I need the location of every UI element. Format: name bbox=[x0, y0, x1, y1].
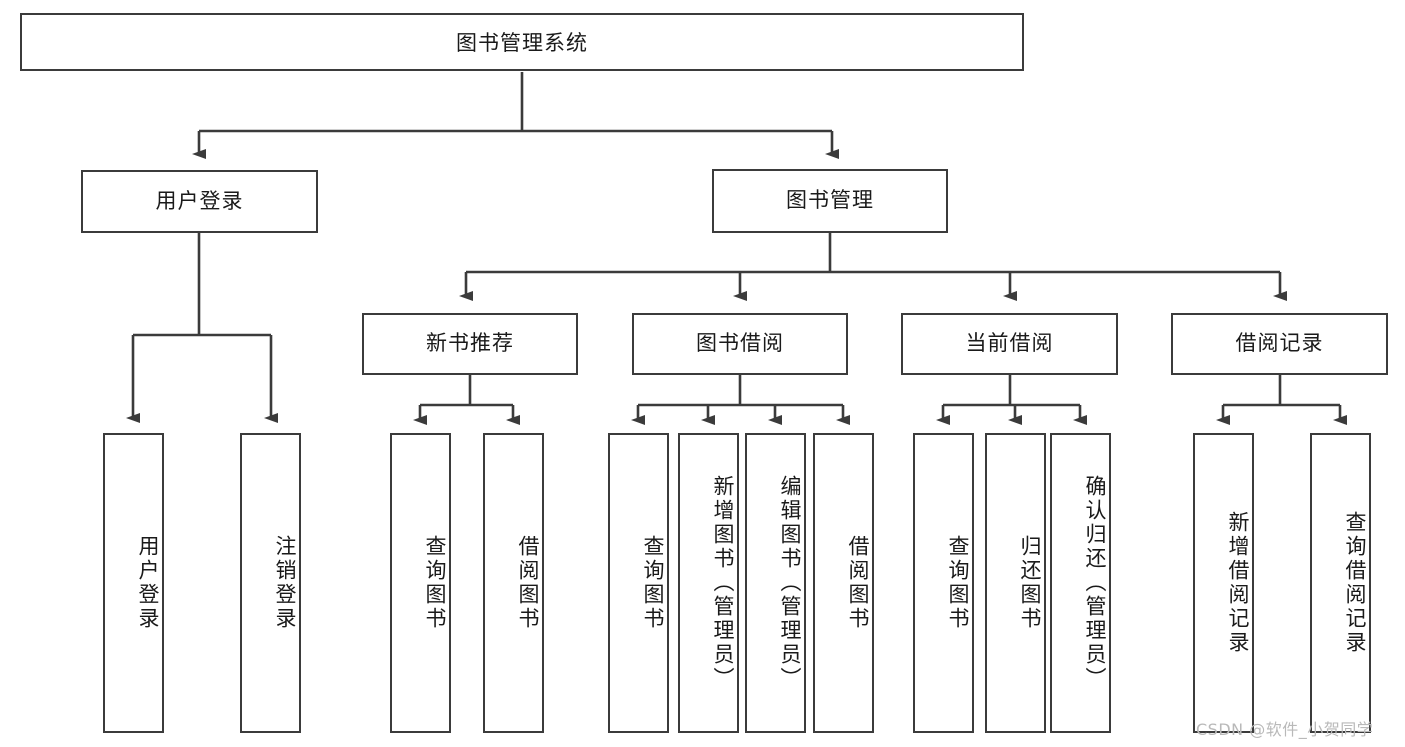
leaf-add-book-label: 新增图书（管理员） bbox=[711, 475, 735, 691]
leaf-confirm-return-label: 确认归还（管理员） bbox=[1083, 475, 1107, 691]
leaf-add-record[interactable]: 新增借阅记录 bbox=[1193, 433, 1254, 733]
leaf-add-book[interactable]: 新增图书（管理员） bbox=[678, 433, 739, 733]
node-new-book-rec-label: 新书推荐 bbox=[426, 331, 514, 356]
leaf-confirm-return[interactable]: 确认归还（管理员） bbox=[1050, 433, 1111, 733]
leaf-query-book-1[interactable]: 查询图书 bbox=[390, 433, 451, 733]
csdn-watermark: CSDN @软件_小贺同学 bbox=[1196, 720, 1374, 739]
leaf-borrow-book-2-label: 借阅图书 bbox=[846, 535, 870, 631]
leaf-logout-label: 注销登录 bbox=[273, 535, 297, 631]
leaf-borrow-book-1-label: 借阅图书 bbox=[516, 535, 540, 631]
node-user-login[interactable]: 用户登录 bbox=[81, 170, 318, 233]
node-book-manage[interactable]: 图书管理 bbox=[712, 169, 948, 233]
node-borrow-record[interactable]: 借阅记录 bbox=[1171, 313, 1388, 375]
leaf-logout[interactable]: 注销登录 bbox=[240, 433, 301, 733]
leaf-return-book[interactable]: 归还图书 bbox=[985, 433, 1046, 733]
node-new-book-rec[interactable]: 新书推荐 bbox=[362, 313, 578, 375]
leaf-user-login-label: 用户登录 bbox=[136, 535, 160, 631]
leaf-query-book-3-label: 查询图书 bbox=[946, 535, 970, 631]
leaf-query-book-3[interactable]: 查询图书 bbox=[913, 433, 974, 733]
leaf-borrow-book-2[interactable]: 借阅图书 bbox=[813, 433, 874, 733]
node-user-login-label: 用户登录 bbox=[155, 188, 244, 213]
node-root-label: 图书管理系统 bbox=[456, 31, 588, 55]
node-borrow-record-label: 借阅记录 bbox=[1235, 331, 1324, 356]
leaf-return-book-label: 归还图书 bbox=[1018, 535, 1042, 631]
node-current-borrow[interactable]: 当前借阅 bbox=[901, 313, 1118, 375]
leaf-user-login[interactable]: 用户登录 bbox=[103, 433, 164, 733]
node-book-manage-label: 图书管理 bbox=[786, 188, 874, 213]
node-book-borrow-label: 图书借阅 bbox=[696, 331, 784, 356]
leaf-query-book-2-label: 查询图书 bbox=[641, 535, 665, 631]
leaf-query-book-2[interactable]: 查询图书 bbox=[608, 433, 669, 733]
leaf-query-record[interactable]: 查询借阅记录 bbox=[1310, 433, 1371, 733]
leaf-query-book-1-label: 查询图书 bbox=[423, 535, 447, 631]
node-book-borrow[interactable]: 图书借阅 bbox=[632, 313, 848, 375]
leaf-add-record-label: 新增借阅记录 bbox=[1226, 511, 1250, 655]
leaf-borrow-book-1[interactable]: 借阅图书 bbox=[483, 433, 544, 733]
leaf-query-record-label: 查询借阅记录 bbox=[1343, 511, 1367, 655]
node-root[interactable]: 图书管理系统 bbox=[20, 13, 1024, 71]
node-current-borrow-label: 当前借阅 bbox=[965, 331, 1054, 356]
leaf-edit-book[interactable]: 编辑图书（管理员） bbox=[745, 433, 806, 733]
leaf-edit-book-label: 编辑图书（管理员） bbox=[778, 475, 802, 691]
